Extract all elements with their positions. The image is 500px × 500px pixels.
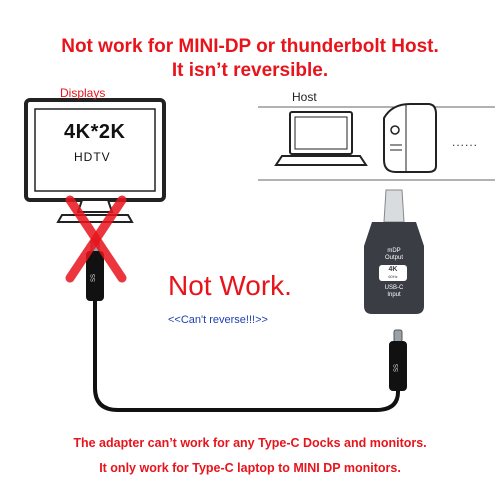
warning-headline-2: It isn’t reversible.: [171, 60, 329, 81]
host-label: Host: [292, 90, 317, 104]
host-bracket: [258, 106, 495, 181]
adapter-badge-sub: 60Hz: [388, 274, 398, 279]
tv-resolution-text: 4K*2K: [64, 121, 126, 143]
adapter-output-text: Output: [384, 255, 403, 261]
svg-text:SS: SS: [91, 274, 97, 282]
mini-dp-adapter-icon: [364, 189, 424, 314]
not-work-text: Not Work.: [168, 270, 292, 301]
adapter-output-label: mDP Output: [374, 248, 414, 262]
laptop-icon: [274, 111, 368, 166]
desktop-pc-icon: [383, 103, 437, 173]
svg-text:SS: SS: [394, 364, 400, 372]
monitor-icon: [24, 98, 166, 223]
displays-label: Displays: [60, 86, 106, 100]
adapter-mdp-text: mDP: [387, 248, 401, 254]
footer-note-1: The adapter can’t work for any Type-C Do…: [73, 436, 427, 450]
adapter-badge-main: 4K: [388, 266, 398, 273]
adapter-usbc-text: USB-C: [384, 285, 404, 291]
cant-reverse-text: <<Can't reverse!!!>>: [168, 314, 268, 326]
warning-headline-1: Not work for MINI-DP or thunderbolt Host…: [61, 36, 439, 57]
cross-mark-icon: [65, 195, 127, 283]
footer-note-2: It only work for Type-C laptop to MINI D…: [99, 461, 401, 475]
cable: [93, 300, 400, 412]
more-hosts-ellipsis: ......: [452, 135, 479, 149]
tv-type-text: HDTV: [74, 150, 111, 164]
usb-c-plug-icon: SS: [389, 329, 407, 391]
adapter-input-text: Input: [387, 292, 401, 298]
adapter-input-label: USB-C Input: [374, 285, 414, 299]
